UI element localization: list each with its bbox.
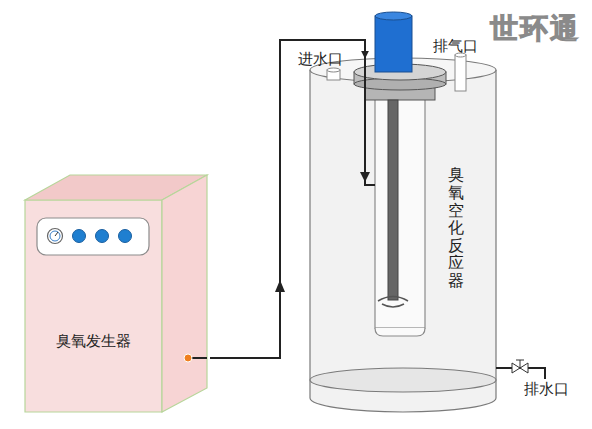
flow-arrow — [275, 280, 285, 292]
drain-label: 排水口 — [524, 380, 569, 398]
inlet-label: 进水口 — [298, 50, 343, 68]
box-label: 臭氧发生器 — [56, 332, 131, 350]
reactor-vessel: 臭氧空化反应器 — [308, 58, 498, 416]
generator-box: 臭氧发生器 — [22, 174, 210, 414]
reactor-shape — [308, 58, 498, 416]
exhaust-label: 排气口 — [433, 37, 478, 55]
generator-shape — [22, 174, 210, 414]
vertical-label: 臭氧空化反应器 — [448, 166, 464, 289]
watermark: 世环通 — [490, 12, 580, 46]
